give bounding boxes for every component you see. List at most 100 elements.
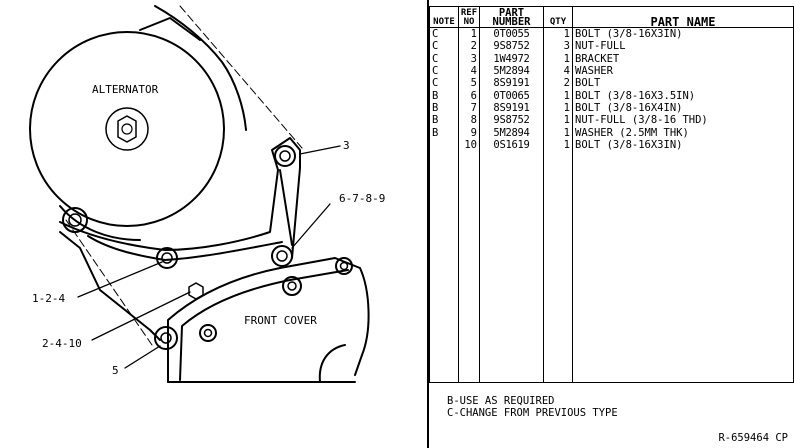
alternator-housing: [29, 5, 247, 241]
callout-5: 5: [112, 364, 119, 377]
cell-qty: 1: [543, 101, 573, 115]
note-c: C-CHANGE FROM PREVIOUS TYPE: [447, 407, 618, 419]
cell-ref: 7: [458, 101, 480, 115]
cell-name: NUT-FULL: [572, 40, 794, 53]
cell-note: C: [429, 52, 459, 65]
cell-note: B: [429, 89, 459, 102]
header-part-number: PART NUMBER: [479, 6, 544, 28]
header-qty: QTY: [543, 6, 573, 28]
cell-qty: 1: [543, 52, 573, 65]
cell-name: NUT-FULL (3/8-16 THD): [572, 114, 794, 127]
cell-part: 9S8752: [479, 40, 544, 53]
cell-name: WASHER: [572, 64, 794, 78]
cell-note: B: [429, 126, 459, 139]
cell-note: B: [429, 114, 459, 127]
cell-ref: 6: [458, 89, 480, 102]
cell-note: C: [429, 77, 459, 90]
cell-note: B: [429, 101, 459, 115]
notes: B-USE AS REQUIRED C-CHANGE FROM PREVIOUS…: [447, 395, 618, 419]
cell-note: [429, 138, 459, 151]
cell-part: 0S1619: [479, 138, 544, 151]
cell-ref: 5: [458, 77, 480, 90]
cell-part: 8S9191: [479, 77, 544, 90]
callout-1-2-4: 1-2-4: [32, 292, 65, 305]
alternator-pulley: [29, 31, 225, 227]
header-note: NOTE: [429, 6, 459, 28]
table-filler: [429, 150, 794, 383]
parts-table-header: NOTE REF NO PART NUMBER QTY PART NAME: [429, 6, 794, 28]
header-part-name: PART NAME: [572, 6, 794, 28]
cell-ref: 1: [458, 27, 480, 41]
callout-2-4-10: 2-4-10: [42, 337, 82, 350]
cell-part: 5M2894: [479, 64, 544, 78]
bolt-hole-right: [271, 245, 293, 267]
cell-note: C: [429, 27, 459, 41]
cell-qty: 2: [543, 77, 573, 90]
bracket: [59, 137, 301, 341]
cell-ref: 2: [458, 40, 480, 53]
cell-ref: 9: [458, 126, 480, 139]
cell-ref: 4: [458, 64, 480, 78]
cell-name: BOLT (3/8-16X3IN): [572, 138, 794, 151]
filler-cell: [479, 150, 544, 383]
cell-name: WASHER (2.5MM THK): [572, 126, 794, 139]
center-lines: [65, 5, 303, 346]
cell-qty: 1: [543, 138, 573, 151]
leader-lines: [77, 145, 341, 369]
cell-ref: 10: [458, 138, 480, 151]
cell-note: C: [429, 64, 459, 78]
front-cover-label: FRONT COVER: [244, 314, 317, 327]
cell-part: 8S9191: [479, 101, 544, 115]
bolt-hole-lower: [154, 326, 178, 350]
cell-ref: 3: [458, 52, 480, 65]
cell-qty: 1: [543, 27, 573, 41]
front-cover: [167, 257, 370, 383]
cell-qty: 1: [543, 89, 573, 102]
cell-ref: 8: [458, 114, 480, 127]
alternator-nut-icon: [105, 107, 149, 151]
cell-name: BOLT (3/8-16X3IN): [572, 27, 794, 41]
exploded-diagram: ALTERNATOR FRONT COVER 3 6-7-8-9 1-2-4 2…: [29, 5, 385, 383]
cell-part: 9S8752: [479, 114, 544, 127]
cell-name: BOLT (3/8-16X4IN): [572, 101, 794, 115]
filler-cell: [458, 150, 480, 383]
cell-qty: 4: [543, 64, 573, 78]
bolt-hole-top: [274, 145, 296, 167]
note-b: B-USE AS REQUIRED: [447, 395, 555, 407]
callout-6-7-8-9: 6-7-8-9: [339, 192, 385, 205]
cell-qty: 3: [543, 40, 573, 53]
filler-cell: [429, 150, 459, 383]
cell-name: BOLT (3/8-16X3.5IN): [572, 89, 794, 102]
bolt-hole-left: [62, 207, 88, 233]
header-ref-no: REF NO: [458, 6, 480, 28]
cell-note: C: [429, 40, 459, 53]
alternator-label: ALTERNATOR: [92, 83, 159, 96]
bolt-holes: [62, 145, 296, 350]
bolt-hole-bracket: [156, 247, 178, 269]
cell-name: BOLT: [572, 77, 794, 90]
cell-part: 0T0065: [479, 89, 544, 102]
callout-3: 3: [343, 139, 350, 152]
cell-part: 0T0055: [479, 27, 544, 41]
cell-qty: 1: [543, 126, 573, 139]
cell-part: 5M2894: [479, 126, 544, 139]
cell-part: 1W4972: [479, 52, 544, 65]
cell-name: BRACKET: [572, 52, 794, 65]
filler-cell: [572, 150, 794, 383]
filler-cell: [543, 150, 573, 383]
cell-qty: 1: [543, 114, 573, 127]
reference-code: R-659464 CP: [718, 432, 788, 444]
